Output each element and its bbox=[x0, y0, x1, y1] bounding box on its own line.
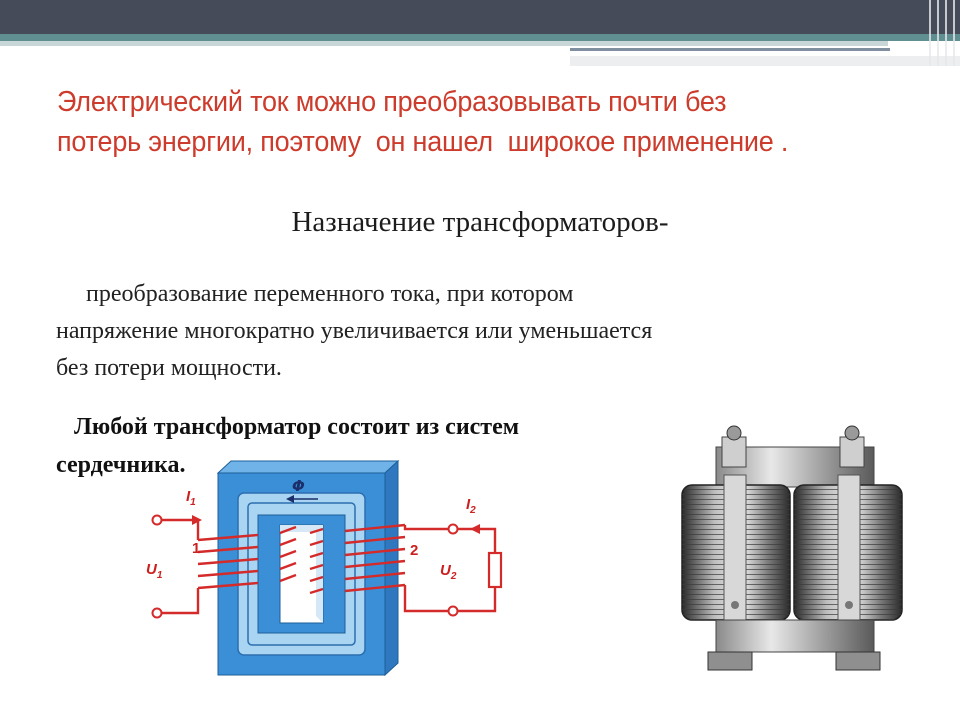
u1-label: U1 bbox=[146, 561, 163, 581]
winding-2-label: 2 bbox=[410, 542, 418, 559]
winding-1-label: 1 bbox=[192, 540, 200, 557]
core-window-depth bbox=[280, 525, 323, 623]
subtitle: Назначение трансформаторов- bbox=[291, 206, 669, 238]
current-arrow-secondary bbox=[470, 524, 480, 534]
i2-label: I2 bbox=[466, 496, 476, 516]
terminal bbox=[151, 607, 163, 619]
flux-arrowhead bbox=[286, 495, 294, 503]
slide-top-stripe bbox=[0, 41, 888, 46]
terminal bbox=[447, 523, 459, 535]
transformer-schematic: Φ I bbox=[146, 459, 503, 677]
headline: Электрический ток можно преобразовывать … bbox=[57, 82, 875, 162]
photo-core-right bbox=[837, 474, 861, 636]
slide-corner-lines bbox=[925, 0, 960, 66]
headline-line: потерь энергии, поэтому он нашел широкое… bbox=[57, 126, 789, 158]
core-top-face bbox=[216, 460, 400, 474]
slide-top-stripe-thin bbox=[570, 48, 890, 51]
photo-rivet bbox=[731, 601, 739, 609]
photo-foot-left bbox=[707, 651, 753, 671]
photo-core-left bbox=[723, 474, 747, 636]
paragraph-line: преобразование переменного тока, при кот… bbox=[56, 281, 574, 307]
slide-top-stripe-light bbox=[570, 56, 960, 66]
photo-terminal-right bbox=[844, 425, 860, 441]
terminal bbox=[151, 514, 163, 526]
photo-foot-right bbox=[835, 651, 881, 671]
photo-rivet bbox=[845, 601, 853, 609]
current-arrow-primary bbox=[192, 515, 202, 525]
composition-line: сердечника. bbox=[56, 452, 186, 478]
terminal bbox=[447, 605, 459, 617]
paragraph-line: без потери мощности. bbox=[56, 355, 282, 381]
purpose-paragraph: преобразование переменного тока, при кот… bbox=[56, 276, 916, 387]
flux-label: Φ bbox=[292, 477, 305, 495]
photo-bottom-yoke bbox=[715, 619, 875, 653]
primary-winding bbox=[160, 518, 297, 615]
i1-label: I1 bbox=[186, 488, 196, 508]
load-resistor bbox=[487, 551, 503, 589]
photo-top-bracket-left bbox=[721, 436, 747, 468]
headline-line: Электрический ток можно преобразовывать … bbox=[57, 86, 727, 118]
paragraph-line: напряжение многократно увеличивается или… bbox=[56, 318, 653, 344]
transformer-photo bbox=[681, 425, 903, 671]
core-side-face bbox=[384, 459, 399, 677]
u2-label: U2 bbox=[440, 562, 457, 582]
slide-top-accent bbox=[0, 34, 960, 41]
photo-terminal-left bbox=[726, 425, 742, 441]
secondary-winding bbox=[309, 523, 497, 613]
slide-top-bar bbox=[0, 0, 960, 34]
composition-text: Любой трансформатор состоит из систем се… bbox=[56, 408, 676, 484]
composition-line: Любой трансформатор состоит из систем bbox=[56, 414, 520, 440]
photo-top-bracket-right bbox=[839, 436, 865, 468]
